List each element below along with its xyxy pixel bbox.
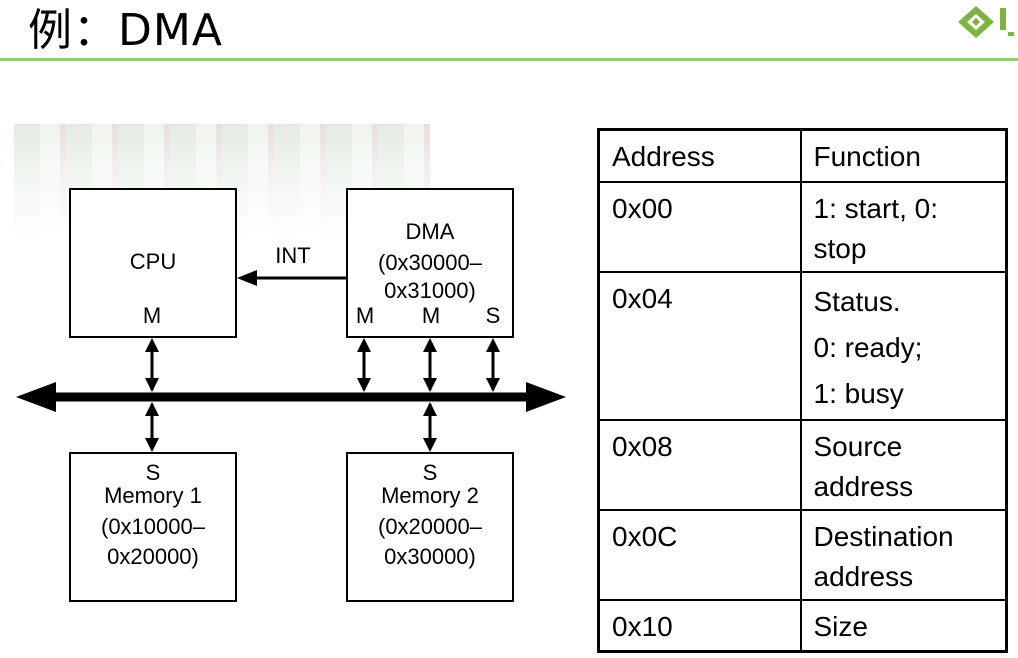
memory2-box bbox=[346, 452, 514, 602]
column-header-function: Function bbox=[799, 128, 1008, 183]
cpu-box bbox=[69, 188, 237, 338]
function-cell: Size bbox=[799, 598, 1008, 653]
memory2-label: Memory 2 bbox=[381, 483, 479, 508]
function-cell: Status. 0: ready; 1: busy bbox=[799, 270, 1008, 421]
dma-diagram: CPU M INT DMA (0x30000– 0x31000) M M S S… bbox=[16, 188, 566, 602]
column-header-address: Address bbox=[597, 128, 802, 183]
system-bus bbox=[16, 382, 566, 412]
table-row: 0x10 Size bbox=[597, 598, 1008, 653]
table-row: 0x04 Status. 0: ready; 1: busy bbox=[597, 270, 1008, 421]
dma-m1-bus-link bbox=[357, 338, 371, 392]
int-label: INT bbox=[275, 243, 311, 268]
cpu-master-port-label: M bbox=[142, 303, 162, 328]
dma-range-line2: 0x31000) bbox=[384, 278, 476, 303]
dma-master-port1-label: M bbox=[355, 303, 375, 328]
diagram-connectors bbox=[16, 270, 566, 452]
function-line: stop bbox=[813, 232, 867, 264]
dma-s-bus-link bbox=[486, 338, 500, 392]
dma-box bbox=[346, 188, 514, 338]
cpu-label: CPU bbox=[129, 249, 177, 274]
address-cell: 0x04 bbox=[597, 270, 802, 421]
memory1-bus-link bbox=[145, 402, 159, 452]
memory1-slave-port-label: S bbox=[145, 460, 161, 485]
dma-master-port2-label: M bbox=[421, 303, 441, 328]
function-line: Size bbox=[813, 610, 868, 642]
dma-label: DMA bbox=[405, 219, 455, 244]
table-header-row: Address Function bbox=[597, 128, 1008, 183]
function-line: address bbox=[813, 470, 914, 502]
table-row: 0x00 1: start, 0: stop bbox=[597, 180, 1008, 273]
memory2-range-line2: 0x30000) bbox=[384, 544, 476, 569]
slide-title: 例：DMA bbox=[28, 5, 223, 56]
function-line: Status. bbox=[813, 285, 901, 317]
int-arrow bbox=[237, 270, 346, 286]
logo-icon bbox=[958, 6, 1014, 38]
address-cell: 0x10 bbox=[597, 598, 802, 653]
address-cell: 0x00 bbox=[597, 180, 802, 273]
address-cell: 0x0C bbox=[597, 508, 802, 601]
memory1-range-line2: 0x20000) bbox=[107, 544, 199, 569]
address-cell: 0x08 bbox=[597, 418, 802, 511]
function-line: 1: start, 0: bbox=[813, 192, 939, 224]
function-line: address bbox=[813, 560, 914, 592]
register-table: Address Function 0x00 1: start, 0: stop … bbox=[597, 128, 1008, 653]
memory2-bus-link bbox=[423, 402, 437, 452]
memory1-box bbox=[69, 452, 237, 602]
memory2-range-line1: (0x20000– bbox=[378, 514, 482, 539]
dma-range-line1: (0x30000– bbox=[378, 250, 482, 275]
dma-m2-bus-link bbox=[423, 338, 437, 392]
function-line: 0: ready; bbox=[813, 331, 923, 363]
function-line: Destination bbox=[813, 520, 954, 552]
function-cell: Destination address bbox=[799, 508, 1008, 601]
table-row: 0x0C Destination address bbox=[597, 508, 1008, 601]
memory2-slave-port-label: S bbox=[422, 460, 438, 485]
cpu-bus-link bbox=[145, 338, 159, 392]
memory1-range-line1: (0x10000– bbox=[101, 514, 205, 539]
function-line: 1: busy bbox=[813, 377, 904, 409]
title-divider bbox=[0, 58, 1018, 61]
table-row: 0x08 Source address bbox=[597, 418, 1008, 511]
function-cell: 1: start, 0: stop bbox=[799, 180, 1008, 273]
dma-slave-port-label: S bbox=[485, 303, 501, 328]
function-line: Source bbox=[813, 430, 903, 462]
memory1-label: Memory 1 bbox=[104, 483, 202, 508]
function-cell: Source address bbox=[799, 418, 1008, 511]
